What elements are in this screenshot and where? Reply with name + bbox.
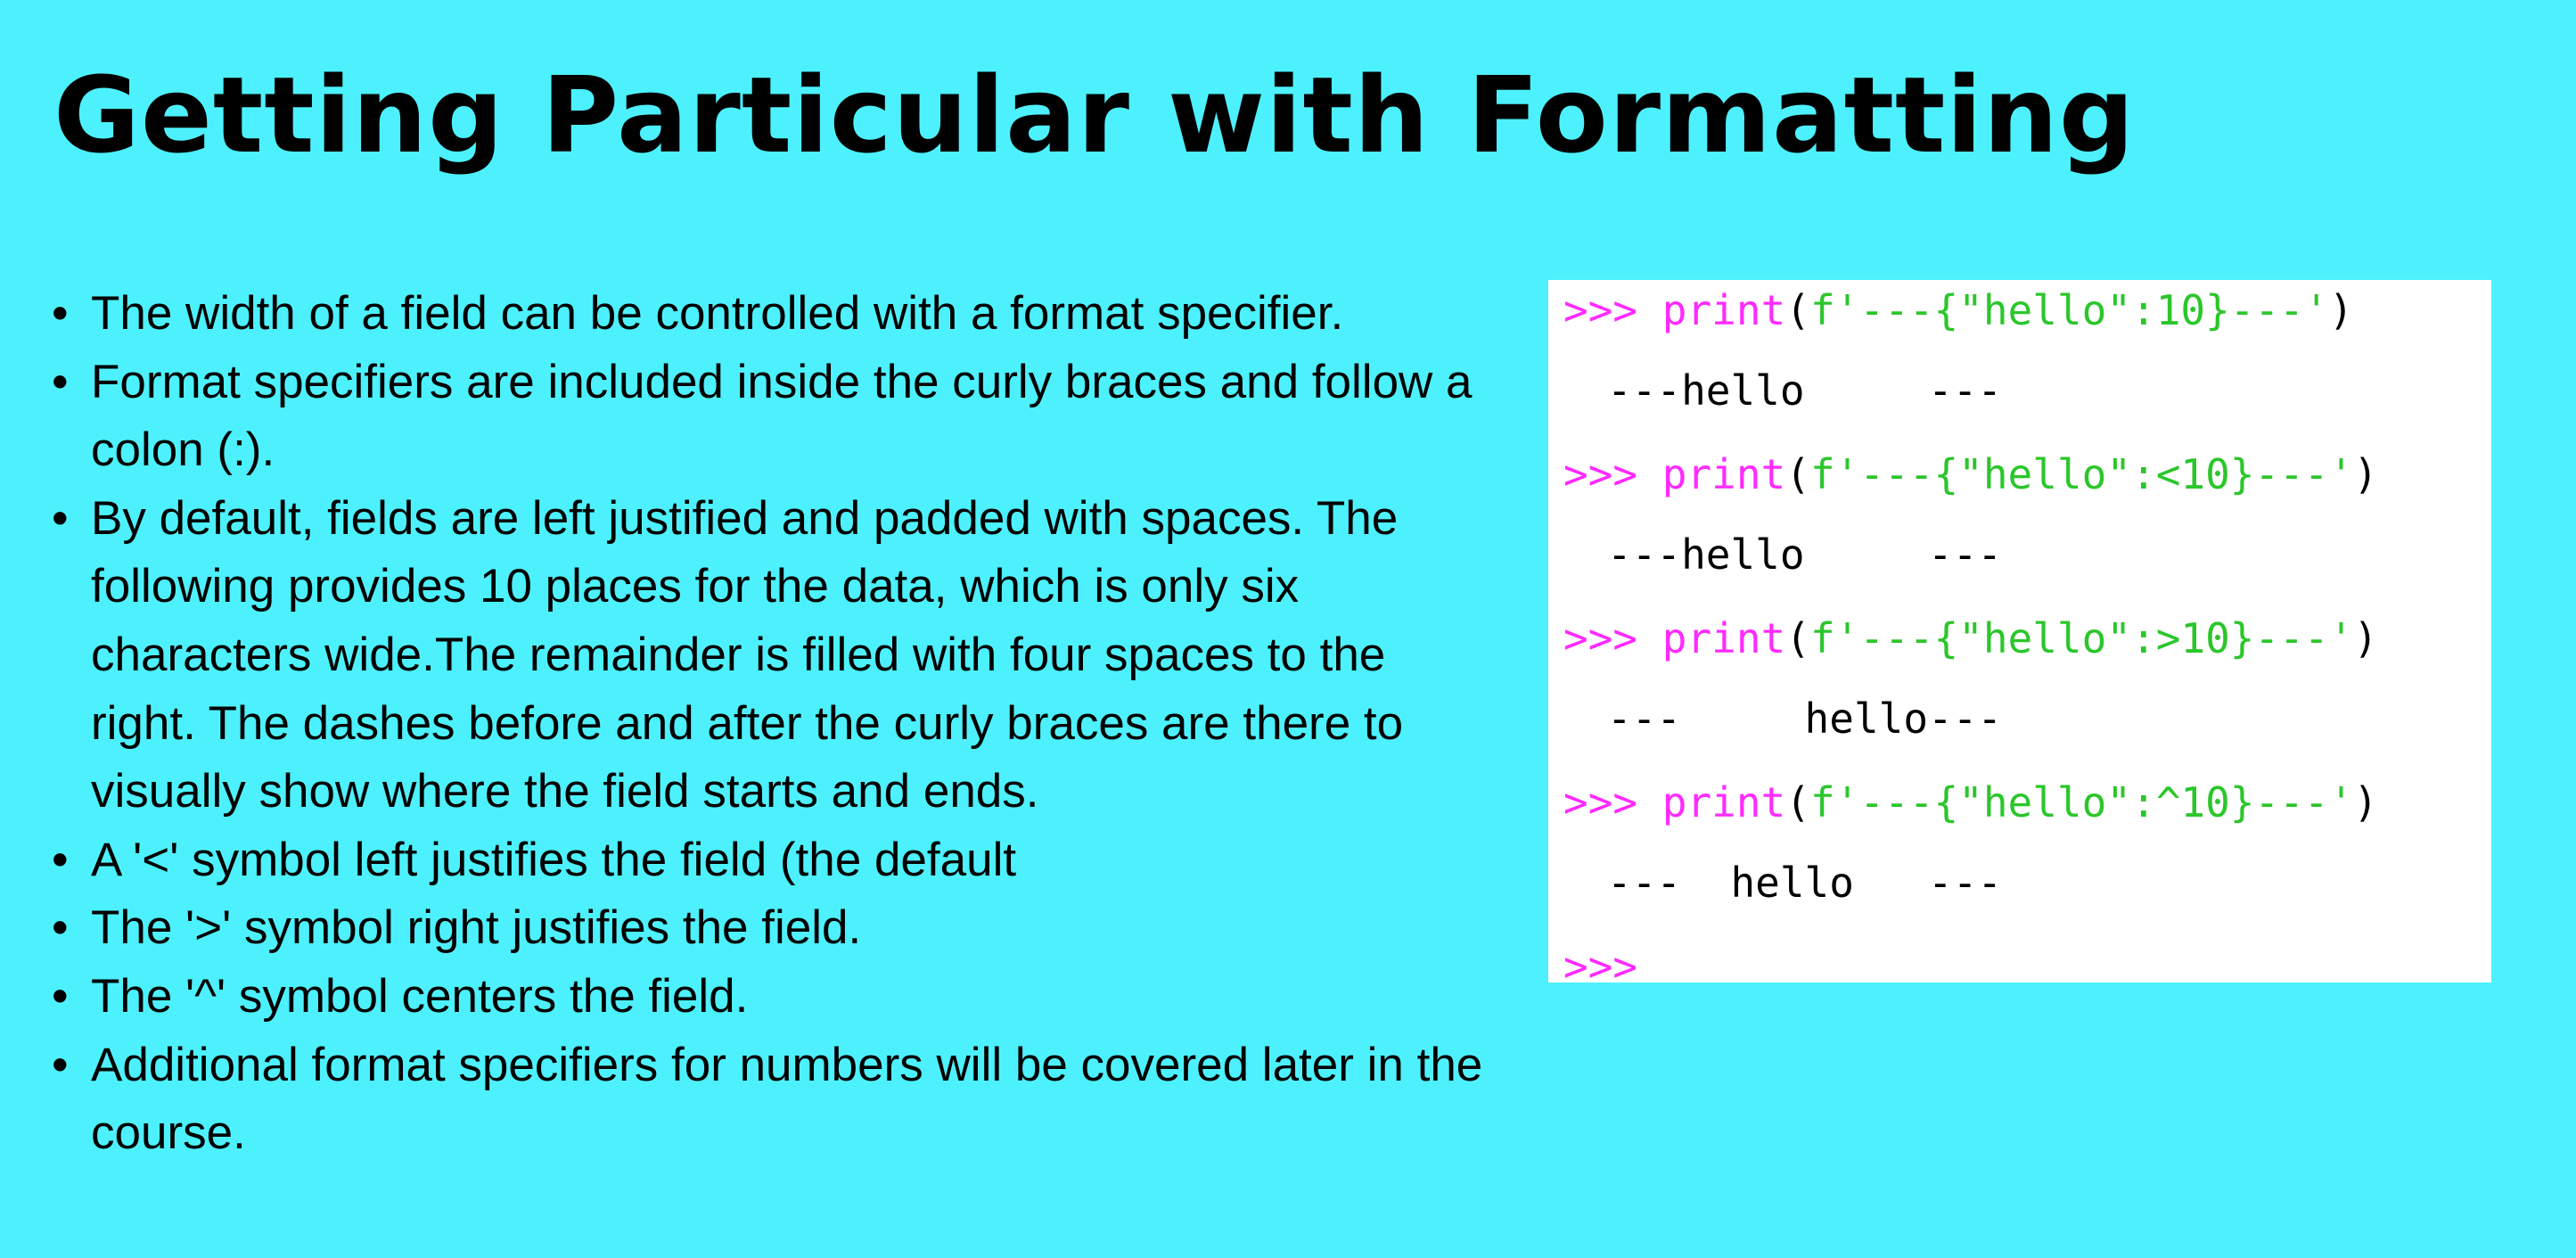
code-input-line: >>> print(f'---{"hello":10}---')	[1563, 285, 2353, 335]
bullet-item: Additional format specifiers for numbers…	[45, 1032, 1489, 1168]
code-argument: f'---{"hello":<10}---'	[1809, 450, 2354, 498]
bullet-item: The '>' symbol right justifies the field…	[45, 894, 1489, 963]
bullet-item: A '<' symbol left justifies the field (t…	[45, 826, 1489, 895]
code-final-prompt-line: >>>	[1563, 941, 1637, 983]
bullet-item: By default, fields are left justified an…	[45, 485, 1489, 826]
code-input-line: >>> print(f'---{"hello":<10}---')	[1563, 449, 2378, 499]
close-paren: )	[2353, 778, 2378, 826]
code-output-line: --- hello ---	[1607, 859, 2003, 907]
console-prompt: >>>	[1563, 778, 1638, 826]
code-input-line: >>> print(f'---{"hello":^10}---')	[1563, 777, 2378, 827]
code-output-line: --- hello---	[1607, 695, 2003, 743]
bullet-item: Format specifiers are included inside th…	[45, 349, 1489, 485]
code-argument: f'---{"hello":>10}---'	[1809, 614, 2354, 662]
code-input-line: >>> print(f'---{"hello":>10}---')	[1563, 613, 2378, 663]
slide-title: Getting Particular with Formatting	[53, 53, 2136, 177]
open-paren: (	[1785, 614, 1810, 662]
code-argument: f'---{"hello":10}---'	[1809, 286, 2329, 334]
open-paren: (	[1785, 778, 1810, 826]
close-paren: )	[2328, 286, 2354, 334]
print-keyword: print	[1661, 286, 1786, 334]
code-output-line: ---hello ---	[1607, 530, 2003, 579]
bullet-item: The '^' symbol centers the field.	[45, 963, 1489, 1032]
console-prompt: >>>	[1563, 942, 1638, 983]
code-output-line: ---hello ---	[1607, 366, 2003, 415]
close-paren: )	[2353, 614, 2378, 662]
console-prompt: >>>	[1563, 450, 1638, 498]
bullet-item: The width of a field can be controlled w…	[45, 280, 1489, 349]
open-paren: (	[1785, 286, 1810, 334]
print-keyword: print	[1661, 614, 1786, 662]
code-argument: f'---{"hello":^10}---'	[1809, 778, 2354, 826]
bullet-list: The width of a field can be controlled w…	[45, 280, 1489, 1168]
console-prompt: >>>	[1563, 614, 1638, 662]
print-keyword: print	[1661, 450, 1786, 498]
open-paren: (	[1785, 450, 1810, 498]
console-prompt: >>>	[1563, 286, 1638, 334]
print-keyword: print	[1661, 778, 1786, 826]
close-paren: )	[2353, 450, 2378, 498]
python-console-screenshot: >>> print(f'---{"hello":10}---') ---hell…	[1548, 280, 2491, 983]
